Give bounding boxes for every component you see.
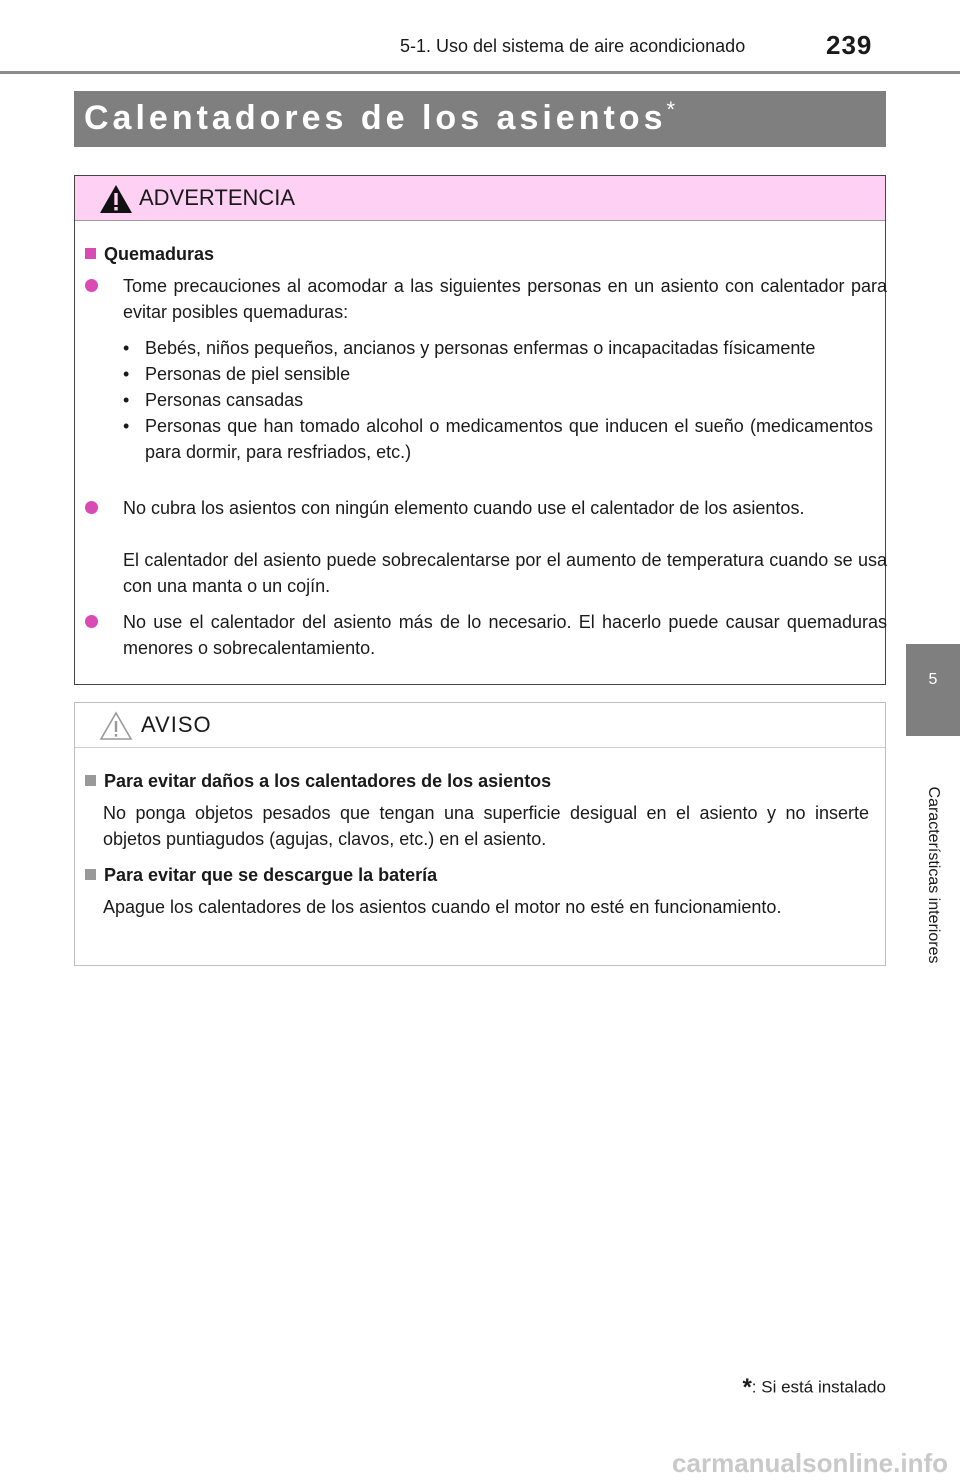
square-bullet-icon bbox=[85, 869, 96, 880]
chapter-label: Características interiores bbox=[925, 786, 942, 964]
warning-sub-list: •Bebés, niños pequeños, ancianos y perso… bbox=[121, 335, 873, 465]
warning-heading: Quemaduras bbox=[85, 241, 214, 267]
round-bullet-icon bbox=[85, 279, 98, 292]
notice-heading-1: Para evitar daños a los calentadores de … bbox=[85, 768, 551, 794]
section-reference: 5-1. Uso del sistema de aire acondiciona… bbox=[400, 36, 746, 56]
page-title-text: Calentadores de los asientos bbox=[84, 99, 667, 137]
notice-text-1: No ponga objetos pesados que tengan una … bbox=[103, 803, 869, 849]
notice-heading-2-text: Para evitar que se descargue la batería bbox=[104, 865, 438, 885]
caution-triangle-icon bbox=[99, 711, 133, 740]
notice-header: AVISO bbox=[75, 703, 885, 748]
footnote-text: : Si está instalado bbox=[751, 1377, 886, 1397]
list-item: •Bebés, niños pequeños, ancianos y perso… bbox=[123, 338, 816, 358]
warning-bullet-2-text: No cubra los asientos con ningún element… bbox=[123, 498, 805, 518]
sub-item-text: Personas cansadas bbox=[145, 390, 304, 410]
warning-box: ADVERTENCIA Quemaduras Tome precauciones… bbox=[74, 175, 887, 685]
watermark: carmanualsonline.info bbox=[672, 1448, 948, 1478]
notice-box: AVISO Para evitar daños a los calentador… bbox=[74, 702, 886, 966]
notice-text-2: Apague los calentadores de los asientos … bbox=[103, 897, 782, 917]
warning-bullet-3-text: No use el calentador del asiento más de … bbox=[123, 612, 887, 658]
sub-item-text: Bebés, niños pequeños, ancianos y person… bbox=[145, 338, 816, 358]
notice-label: AVISO bbox=[141, 712, 212, 737]
list-item: •Personas de piel sensible bbox=[123, 364, 351, 384]
notice-heading-1-text: Para evitar daños a los calentadores de … bbox=[104, 771, 552, 791]
footnote-asterisk: * bbox=[742, 1374, 752, 1401]
warning-heading-text: Quemaduras bbox=[104, 244, 215, 264]
list-item: •Personas cansadas bbox=[123, 390, 304, 410]
page-header: 5-1. Uso del sistema de aire acondiciona… bbox=[0, 0, 960, 74]
chapter-number: 5 bbox=[906, 644, 960, 736]
warning-bullet-1-text: Tome precauciones al acomodar a las sigu… bbox=[123, 276, 887, 322]
page-number: 239 bbox=[826, 30, 873, 60]
title-bar: Calentadores de los asientos* bbox=[74, 91, 886, 147]
round-bullet-icon bbox=[85, 501, 98, 514]
notice-heading-2: Para evitar que se descargue la batería bbox=[85, 862, 437, 888]
chapter-label-wrap: Características interiores bbox=[906, 736, 960, 1014]
warning-triangle-icon bbox=[100, 185, 132, 213]
round-bullet-icon bbox=[85, 615, 98, 628]
sub-item-text: Personas de piel sensible bbox=[145, 364, 351, 384]
chapter-tab: 5 Características interiores bbox=[906, 644, 960, 1014]
title-asterisk: * bbox=[666, 97, 680, 122]
footnote: *: Si está instalado bbox=[742, 1374, 886, 1402]
header-rule bbox=[0, 71, 960, 74]
warning-bullet-2-extra: El calentador del asiento puede sobrecal… bbox=[123, 550, 887, 596]
sub-item-text: Personas que han tomado alcohol o medica… bbox=[145, 416, 873, 462]
warning-label: ADVERTENCIA bbox=[139, 185, 296, 210]
square-bullet-icon bbox=[85, 775, 96, 786]
list-item: •Personas que han tomado alcohol o medic… bbox=[123, 416, 873, 462]
square-bullet-icon bbox=[85, 248, 96, 259]
warning-header: ADVERTENCIA bbox=[75, 176, 885, 221]
page-title: Calentadores de los asientos* bbox=[84, 97, 680, 138]
